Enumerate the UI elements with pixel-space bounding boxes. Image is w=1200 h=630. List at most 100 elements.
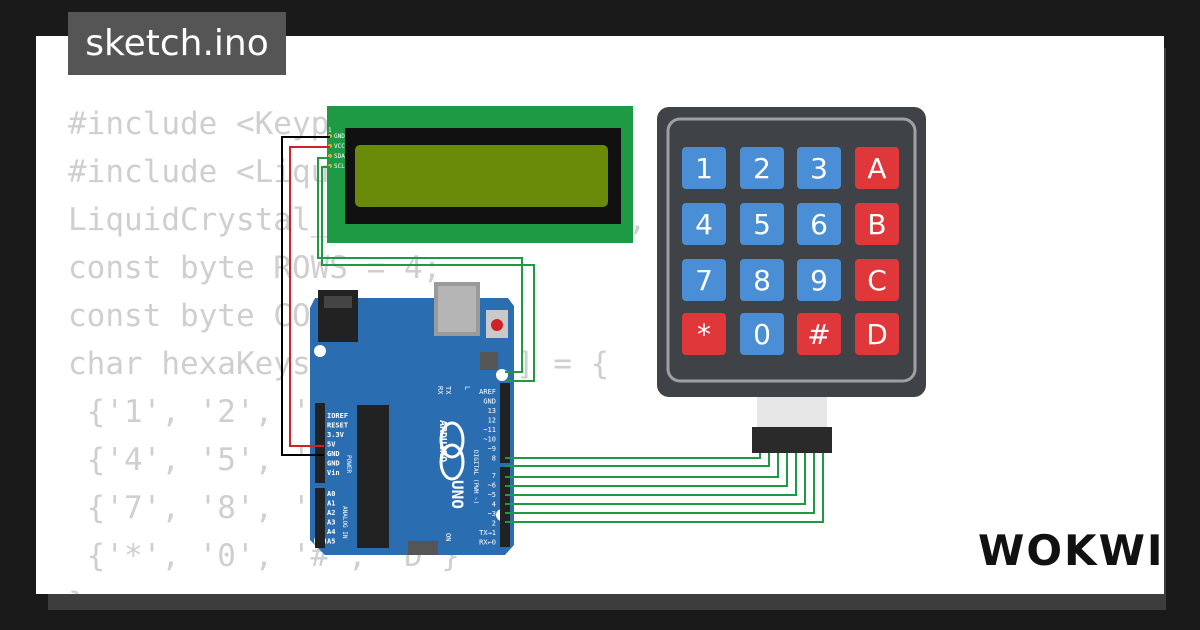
- power-pin-label: GND: [327, 460, 340, 468]
- digital-label: DIGITAL (PWM ~): [472, 450, 479, 504]
- icsp-header: [480, 352, 498, 370]
- power-pin-label: GND: [327, 450, 340, 458]
- keypad-key-label: 3: [810, 152, 828, 185]
- keypad-key-D[interactable]: [855, 313, 899, 355]
- digital-pin-label: 4: [492, 501, 496, 509]
- keypad-key-label: *: [697, 318, 711, 351]
- keypad-key-7[interactable]: [682, 259, 726, 301]
- arduino-model: UNO: [448, 480, 467, 509]
- tx-label: TX: [444, 386, 452, 395]
- wire-kp-7: [505, 453, 815, 514]
- keypad-key-label: #: [807, 318, 830, 351]
- keypad-key-9[interactable]: [797, 259, 841, 301]
- keypad-key-label: 4: [695, 208, 713, 241]
- keypad-key-label: C: [867, 264, 887, 297]
- digital-pin-label: AREF: [479, 388, 496, 396]
- keypad-key-5[interactable]: [740, 203, 784, 245]
- keypad-key-label: 7: [695, 264, 713, 297]
- keypad-key-A[interactable]: [855, 147, 899, 189]
- digital-pin-label: 7: [492, 472, 496, 480]
- lcd-pin-label: SCL: [334, 163, 345, 170]
- analog-pin-label: A2: [327, 509, 335, 517]
- analog-header: [315, 488, 325, 548]
- keypad-key-2[interactable]: [740, 147, 784, 189]
- analog-pin-label: A3: [327, 519, 335, 527]
- rx-label: RX: [436, 386, 444, 395]
- keypad-key-label: 9: [810, 264, 828, 297]
- keypad-frame: [666, 117, 917, 383]
- keypad-key-*[interactable]: [682, 313, 726, 355]
- on-label: ON: [444, 533, 452, 541]
- keypad-key-B[interactable]: [855, 203, 899, 245]
- digital-pin-label: 8: [492, 455, 496, 463]
- analog-label: ANALOG IN: [341, 506, 348, 539]
- wires: [281, 136, 824, 523]
- keypad-key-label: 0: [753, 318, 771, 351]
- keypad-key-label: 8: [753, 264, 771, 297]
- analog-pin-label: A5: [327, 538, 335, 546]
- keypad-key-#[interactable]: [797, 313, 841, 355]
- lcd-pin-label: GND: [334, 133, 345, 140]
- analog-pin-label: A0: [327, 490, 335, 498]
- digital-pin-label: ~5: [488, 491, 496, 499]
- keypad-key-label: 5: [753, 208, 771, 241]
- keypad-key-1[interactable]: [682, 147, 726, 189]
- wire-sda: [317, 157, 523, 373]
- digital-pin-label: GND: [483, 398, 496, 406]
- power-pin-label: IOREF: [327, 412, 348, 420]
- atmega-chip: [357, 405, 389, 548]
- wire-kp-3: [505, 453, 779, 478]
- lcd-screen: [355, 145, 608, 207]
- keypad-key-C[interactable]: [855, 259, 899, 301]
- keypad-key-label: B: [867, 208, 886, 241]
- power-pin-label: Vin: [327, 469, 340, 477]
- digital-pin-label: ~9: [488, 445, 496, 453]
- digital-pin-label: 13: [488, 407, 496, 415]
- wire-gnd: [281, 136, 330, 456]
- wire-kp-4: [505, 453, 788, 487]
- keypad-key-label: 2: [753, 152, 771, 185]
- keypad-key-label: 1: [695, 152, 713, 185]
- keypad-key-3[interactable]: [797, 147, 841, 189]
- wire-vcc: [289, 146, 330, 447]
- keypad-key-label: 6: [810, 208, 828, 241]
- wire-kp-2: [505, 453, 770, 467]
- digital-pin-label: RX←0: [479, 539, 496, 547]
- wire-kp-8: [505, 453, 824, 523]
- analog-pin-label: A4: [327, 528, 335, 536]
- keypad-ribbon: [757, 397, 827, 427]
- code-line: };: [68, 580, 721, 594]
- digital-pin-label: ~10: [483, 436, 496, 444]
- file-title-tab[interactable]: sketch.ino: [68, 12, 286, 75]
- digital-pin-label: ~3: [488, 510, 496, 518]
- wire-kp-6: [505, 453, 806, 505]
- wire-scl: [321, 166, 535, 382]
- wire-kp-1: [505, 453, 761, 459]
- lcd-pin-label: SDA: [334, 153, 345, 160]
- keypad-key-0[interactable]: [740, 313, 784, 355]
- wire-kp-5: [505, 453, 797, 496]
- keypad-connector: [752, 427, 832, 453]
- wokwi-logo: WOKWI: [978, 526, 1165, 575]
- power-pin-label: RESET: [327, 422, 348, 430]
- arduino-brand: ARDUINO: [437, 420, 448, 462]
- keypad-key-6[interactable]: [797, 203, 841, 245]
- keypad-key-8[interactable]: [740, 259, 784, 301]
- digital-pin-label: 2: [492, 520, 496, 528]
- power-pin-label: 3.3V: [327, 431, 345, 439]
- lcd-pin-label: VCC: [334, 143, 345, 150]
- lcd-pin-one-label: 1: [328, 127, 332, 134]
- digital-header-top: [500, 383, 510, 463]
- keypad-key-4[interactable]: [682, 203, 726, 245]
- digital-pin-label: 12: [488, 417, 496, 425]
- power-header: [315, 403, 325, 483]
- digital-pin-label: TX→1: [479, 529, 496, 537]
- digital-pin-label: ~11: [483, 426, 496, 434]
- code-line: const byte ROWS = 4;: [68, 250, 442, 286]
- power-pin-label: 5V: [327, 441, 336, 449]
- keypad-key-label: A: [867, 152, 886, 185]
